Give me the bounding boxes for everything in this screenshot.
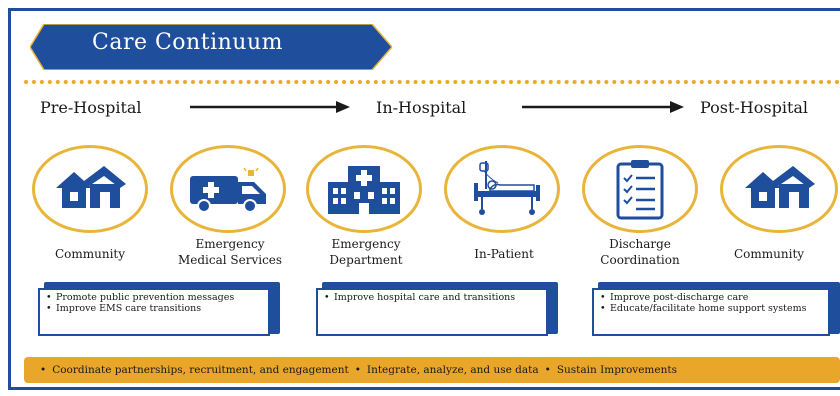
list-item: Improve post-discharge care [600, 292, 822, 303]
node-emergency-department [306, 145, 422, 233]
houses-icon [54, 166, 126, 212]
node-in-patient [444, 145, 560, 233]
bullet-icon: • [40, 364, 47, 376]
node-label-community-post: Community [726, 246, 836, 262]
dotted-divider [24, 80, 840, 84]
box-content: Improve hospital care and transitions [316, 288, 548, 336]
node-label-line: Medical Services [177, 253, 283, 267]
node-discharge-coordination [582, 145, 698, 233]
node-label-emergency-department: Emergency Department [306, 236, 426, 268]
hospital-icon [324, 162, 404, 216]
node-ems [170, 145, 286, 233]
footer-item: Coordinate partnerships, recruitment, an… [52, 364, 349, 376]
list-item: Improve hospital care and transitions [324, 292, 540, 303]
stage-post-hospital: Post-Hospital [700, 98, 809, 117]
box-content: Promote public prevention messages Impro… [38, 288, 270, 336]
node-label-line: Coordination [600, 253, 680, 267]
stage-in-hospital: In-Hospital [376, 98, 467, 117]
list-item: Improve EMS care transitions [46, 303, 262, 314]
list-item: Educate/facilitate home support systems [600, 303, 822, 314]
footer-item: Sustain Improvements [556, 364, 677, 376]
node-label-line: Community [734, 247, 805, 261]
node-label-in-patient: In-Patient [444, 246, 564, 262]
node-community-post [720, 145, 838, 233]
footer-bar: • Coordinate partnerships, recruitment, … [24, 357, 840, 383]
node-label-discharge-coordination: Discharge Coordination [580, 236, 700, 268]
title-banner [30, 24, 392, 70]
arrow-right-icon [190, 101, 350, 113]
node-label-line: Emergency [331, 237, 401, 251]
node-label-ems: Emergency Medical Services [168, 236, 292, 268]
node-label-line: Department [329, 253, 403, 267]
arrow-right-icon [522, 101, 684, 113]
box-content: Improve post-discharge care Educate/faci… [592, 288, 830, 336]
hospital-bed-icon [460, 159, 544, 219]
page-title: Care Continuum [92, 30, 283, 55]
node-label-line: Discharge [609, 237, 671, 251]
stage-pre-hospital: Pre-Hospital [40, 98, 142, 117]
bullet-icon: • [544, 364, 551, 376]
node-label-line: Community [54, 247, 126, 261]
diagram-frame [8, 8, 840, 390]
bullet-icon: • [354, 364, 361, 376]
node-label-line: Emergency [195, 237, 265, 251]
ambulance-icon [186, 164, 270, 214]
footer-item: Integrate, analyze, and use data [366, 364, 539, 376]
node-label-line: In-Patient [474, 247, 534, 261]
houses-icon [743, 166, 815, 212]
clipboard-checklist-icon [615, 158, 665, 220]
node-community-pre [32, 145, 148, 233]
list-item: Promote public prevention messages [46, 292, 262, 303]
node-label-community: Community [30, 246, 150, 262]
